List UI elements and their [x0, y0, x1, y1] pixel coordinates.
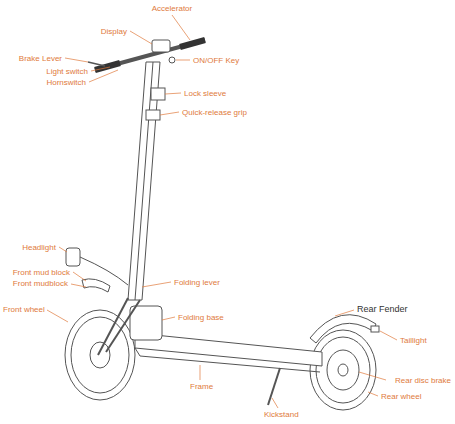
part-label: Frame: [190, 382, 213, 392]
part-label: Lock sleeve: [184, 89, 226, 99]
part-label: Front mud block: [13, 268, 70, 278]
part-label: Kickstand: [264, 410, 299, 420]
part-label: Folding lever: [174, 278, 220, 288]
part-label: Brake Lever: [19, 54, 62, 64]
part-label: Accelerator: [152, 4, 192, 14]
part-label: Rear Fender: [357, 304, 408, 314]
part-label: Hornswitch: [46, 78, 86, 88]
part-label: Light switch: [46, 67, 88, 77]
part-label: Folding base: [178, 313, 224, 323]
part-label: ON/OFF Key: [193, 56, 239, 66]
part-label: Rear wheel: [381, 392, 421, 402]
part-label: Quick-release grip: [182, 108, 247, 118]
part-label: Rear disc brake: [395, 376, 451, 386]
part-label: Front wheel: [3, 305, 45, 315]
part-label: Front mudblock: [13, 279, 68, 289]
part-label: Headlight: [22, 243, 56, 253]
part-label: Display: [101, 27, 127, 37]
part-label: Taillight: [400, 336, 427, 346]
